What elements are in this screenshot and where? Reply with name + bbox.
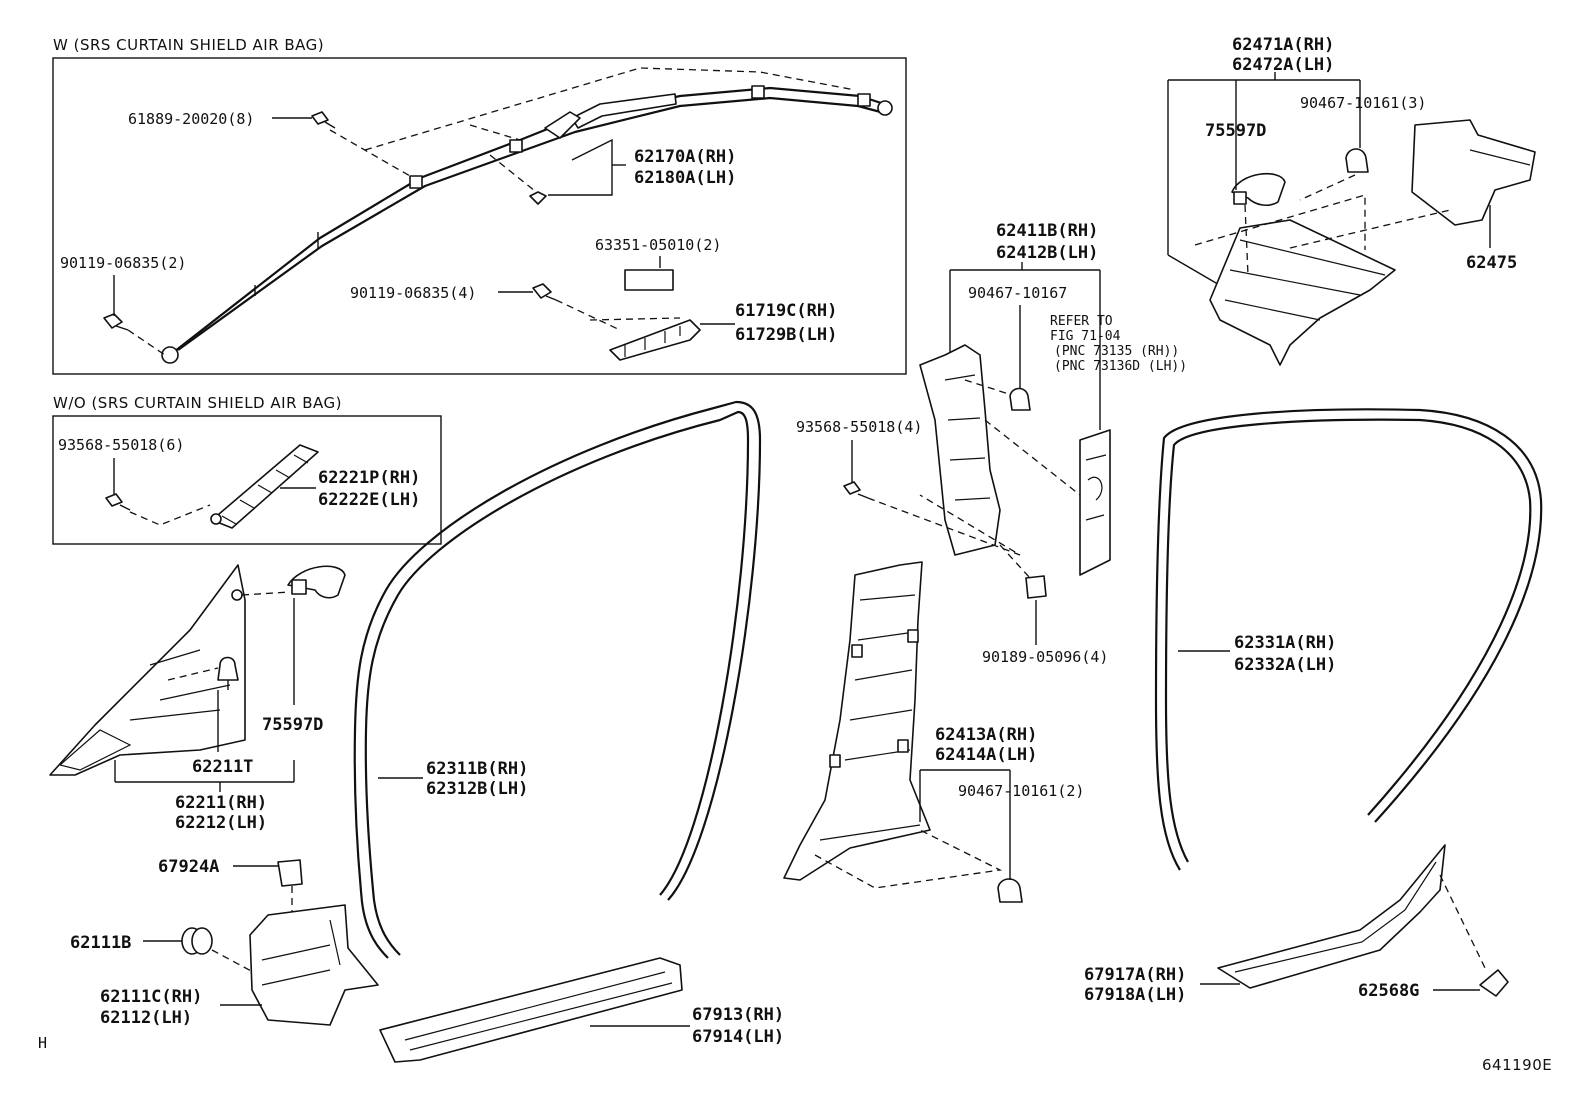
refer-line-1: REFER TO [1050,314,1113,329]
refer-line-3: (PNC 73135 (RH)) [1054,344,1179,359]
front-scuff-plate-67913 [379,957,683,1063]
clip-62170 [529,191,547,205]
clip-62211t [217,656,239,690]
label-62414: 62414A(LH) [935,745,1037,765]
label-62413: 62413A(RH) [935,725,1037,745]
label-63351: 63351-05010(2) [595,236,721,254]
label-67918: 67918A(LH) [1084,985,1186,1005]
label-62332: 62332A(LH) [1234,655,1336,675]
label-62211t: 62211T [192,757,253,777]
clip-strip-62221 [210,444,319,529]
label-90467-quarter: 90467-10161(3) [1300,94,1426,112]
label-67924: 67924A [158,857,219,877]
rear-door-weatherstrip-62331 [1154,408,1543,871]
nut-90189 [1025,575,1047,599]
airbag-section-title: W (SRS CURTAIN SHIELD AIR BAG) [53,36,324,54]
panel-62475 [1411,119,1536,226]
label-61719: 61719C(RH) [735,301,837,321]
quarter-trim-panel-62471 [1209,219,1396,366]
label-90467-upper: 90467-10167 [968,284,1067,302]
label-62222: 62222E(LH) [318,490,420,510]
label-93568-right: 93568-55018(4) [796,418,922,436]
bolt-90119-right [532,283,557,301]
hook-75597-left [287,565,346,599]
clip-62568g [1479,969,1509,997]
front-door-weatherstrip-62311 [353,400,762,959]
no-airbag-section-box [52,415,442,545]
label-62471: 62471A(RH) [1232,35,1334,55]
label-62112: 62112(LH) [100,1008,192,1028]
label-61889: 61889-20020(8) [128,110,254,128]
label-62212: 62212(LH) [175,813,267,833]
refer-line-4: (PNC 73136D (LH)) [1054,359,1187,374]
cap-62111b [181,927,213,955]
rear-scuff-plate-67917 [1217,844,1446,989]
label-62412: 62412B(LH) [996,243,1098,263]
label-62411: 62411B(RH) [996,221,1098,241]
center-pillar-upper-garnish-62411 [919,344,1001,556]
cowl-side-trim-62111c [249,904,379,1026]
front-pillar-garnish-62211 [49,564,246,776]
bracket-61719 [609,319,701,361]
screw-93568-right [843,481,869,499]
label-90119-right: 90119-06835(4) [350,284,476,302]
curtain-airbag-assembly [161,67,893,364]
tape-63351 [624,269,674,291]
clip-90467-lower [997,878,1023,903]
label-62312: 62312B(LH) [426,779,528,799]
label-62211: 62211(RH) [175,793,267,813]
airbag-section-box [52,57,907,375]
label-62180: 62180A(LH) [634,168,736,188]
no-airbag-section-title: W/O (SRS CURTAIN SHIELD AIR BAG) [53,394,342,412]
center-pillar-lower-garnish-62413 [783,561,931,881]
figure-code: 641190E [1482,1056,1552,1074]
label-62221: 62221P(RH) [318,468,420,488]
label-62170: 62170A(RH) [634,147,736,167]
label-62472: 62472A(LH) [1232,55,1334,75]
clip-67924a [277,859,303,887]
hook-75597-right [1231,173,1286,207]
label-62331: 62331A(RH) [1234,633,1336,653]
label-62111b: 62111B [70,933,131,953]
label-62311: 62311B(RH) [426,759,528,779]
label-67914: 67914(LH) [692,1027,784,1047]
label-62475: 62475 [1466,253,1517,273]
clip-90467-upper [1009,387,1031,411]
bolt-61889 [311,111,336,129]
refer-line-2: FIG 71-04 [1050,329,1121,344]
label-67917: 67917A(RH) [1084,965,1186,985]
label-62111c: 62111C(RH) [100,987,202,1007]
label-62568: 62568G [1358,981,1419,1001]
clip-90467-quarter [1345,148,1369,173]
label-90467-lower: 90467-10161(2) [958,782,1084,800]
label-75597-left: 75597D [262,715,323,735]
label-67913: 67913(RH) [692,1005,784,1025]
label-61729: 61729B(LH) [735,325,837,345]
screw-93568-left [105,493,131,511]
label-75597-right: 75597D [1205,121,1266,141]
label-90189: 90189-05096(4) [982,648,1108,666]
seatbelt-adjuster-ref [1079,429,1111,576]
bolt-90119-left [103,313,129,331]
corner-mark: H [38,1034,47,1052]
label-90119-left: 90119-06835(2) [60,254,186,272]
label-93568-left: 93568-55018(6) [58,436,184,454]
